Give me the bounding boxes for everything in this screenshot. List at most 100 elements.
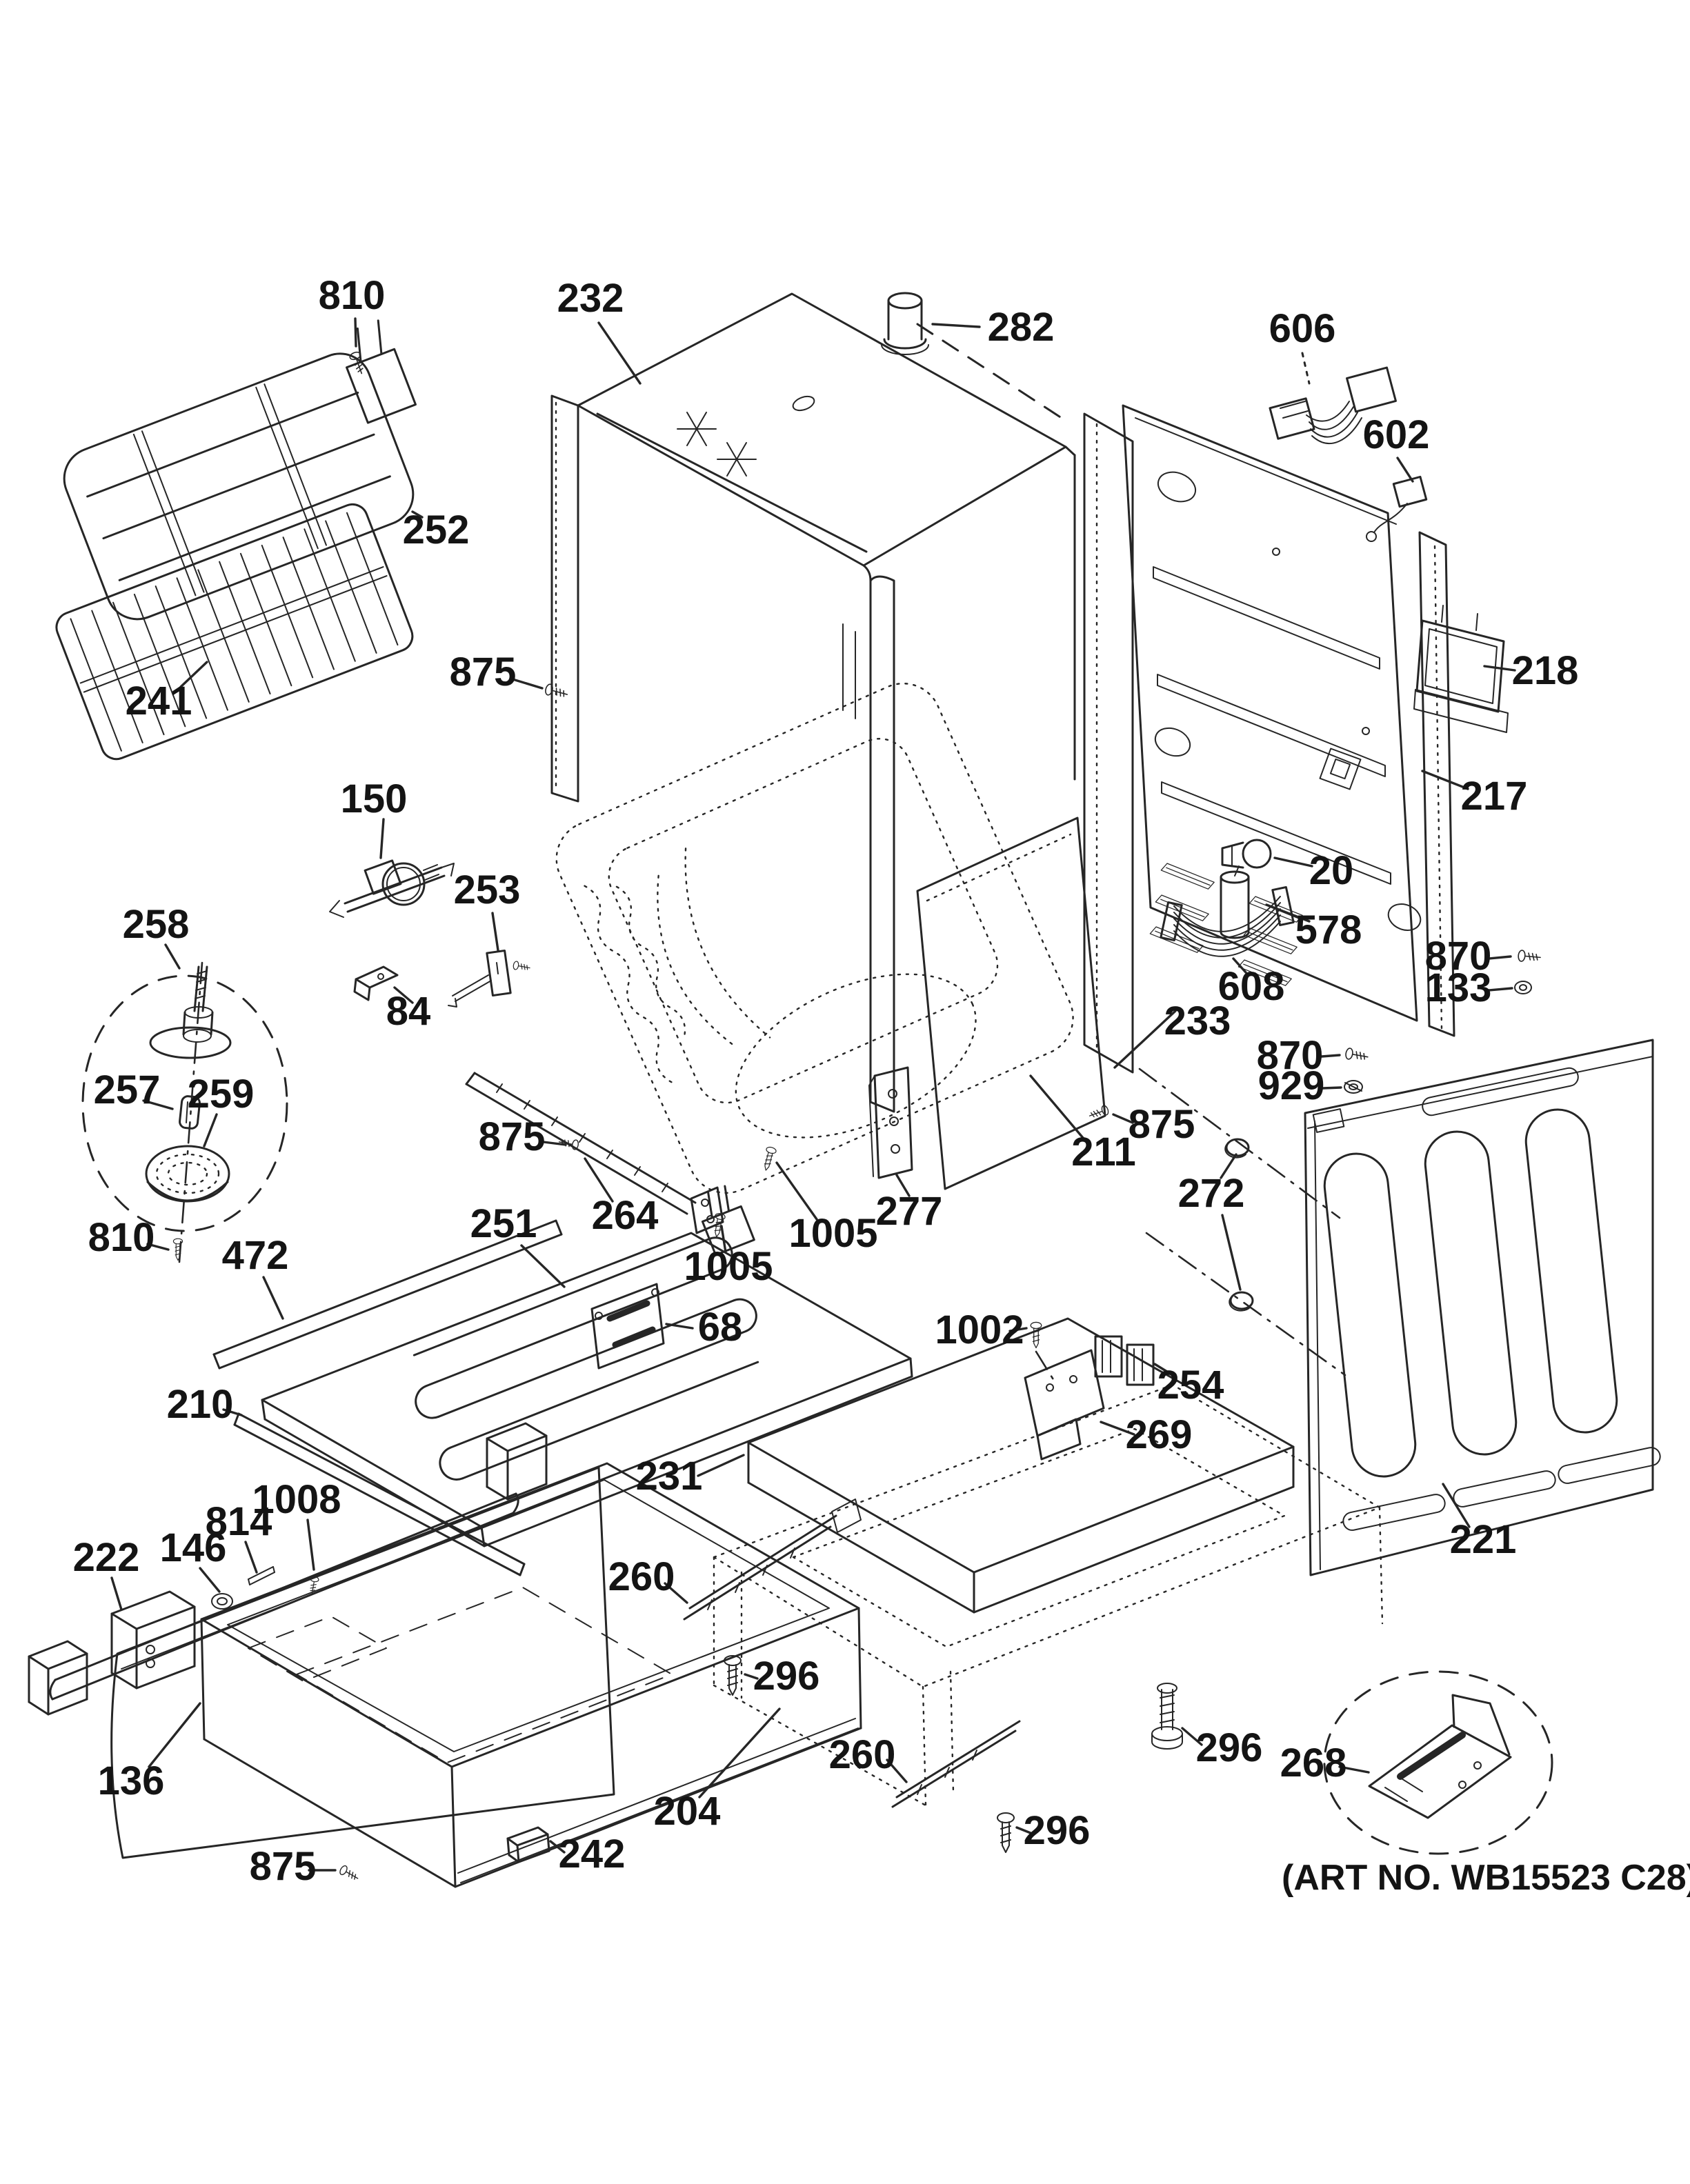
leader-241 <box>179 661 208 688</box>
part-label-260-upper: 260 <box>608 1554 675 1599</box>
leader-252 <box>411 510 424 519</box>
leader-814 <box>244 1541 258 1574</box>
leader-253 <box>491 912 499 952</box>
leader-204 <box>698 1707 781 1799</box>
part-label-272: 272 <box>1178 1171 1245 1216</box>
side-panel-drawing <box>1304 1039 1661 1576</box>
leader-260-lower <box>886 1759 908 1783</box>
leader-1002 <box>1008 1327 1028 1332</box>
screw-870-mid <box>1344 1047 1369 1063</box>
callout-labels: 810 232 282 606 602 252 875 218 241 217 … <box>73 273 1579 1889</box>
mesh-cup-drawing <box>145 1145 230 1203</box>
leader-lines <box>110 317 1516 1872</box>
leader-269 <box>1100 1421 1135 1436</box>
capacitor-drawing <box>1220 865 1250 939</box>
screw-1005-a <box>760 1145 777 1172</box>
ribbon-shield-drawing <box>1160 885 1295 957</box>
leader-258 <box>164 943 181 970</box>
leader-218 <box>1483 665 1516 672</box>
grommets-272-drawing <box>1138 1068 1346 1376</box>
part-label-875-side: 875 <box>1129 1102 1195 1147</box>
vent-tube-drawing <box>881 292 929 355</box>
leader-217 <box>1421 770 1469 790</box>
leader-875-side <box>1112 1113 1134 1124</box>
leader-259 <box>203 1113 218 1148</box>
part-label-296-upper: 296 <box>753 1654 820 1699</box>
leader-231 <box>697 1454 745 1477</box>
part-label-217: 217 <box>1461 774 1528 819</box>
leader-1002-dash <box>1035 1350 1055 1382</box>
part-label-242: 242 <box>559 1832 626 1876</box>
part-label-233: 233 <box>1164 999 1231 1043</box>
part-label-210: 210 <box>167 1382 234 1427</box>
leader-578 <box>1265 903 1311 923</box>
oven-rack-drawing <box>55 503 414 761</box>
leader-133 <box>1487 987 1513 992</box>
screw-296-upper <box>724 1655 742 1696</box>
part-label-296-leg: 296 <box>1196 1725 1263 1770</box>
leader-221 <box>1442 1483 1471 1528</box>
clip-84-drawing <box>353 965 399 1001</box>
leader-1008 <box>306 1519 315 1571</box>
part-label-810-top: 810 <box>319 273 386 318</box>
body-wrapper-drawing <box>550 292 1076 1113</box>
part-label-218: 218 <box>1512 648 1579 693</box>
leader-875-top <box>509 677 544 690</box>
leader-210 <box>222 1408 243 1416</box>
part-label-204: 204 <box>654 1789 721 1834</box>
leader-1005-a <box>775 1161 818 1221</box>
latch-motor-drawing <box>329 859 455 918</box>
part-label-20: 20 <box>1309 848 1354 893</box>
part-label-606: 606 <box>1269 306 1336 351</box>
anti-tip-bracket-drawing <box>1323 1670 1553 1855</box>
part-label-84: 84 <box>386 989 431 1034</box>
pin-814-drawing <box>248 1566 275 1585</box>
bake-element-drawing <box>412 1185 759 1481</box>
part-label-814: 814 <box>206 1499 272 1544</box>
bracket-277-drawing <box>868 1066 913 1179</box>
leader-870-upper <box>1487 955 1512 960</box>
asterisk-mark <box>677 412 757 477</box>
leader-272-a <box>1220 1153 1237 1179</box>
part-label-277: 277 <box>876 1189 943 1234</box>
screw-810-top <box>348 350 368 377</box>
leader-875-rail <box>542 1141 567 1146</box>
leveling-leg-drawing <box>1151 1683 1183 1750</box>
leader-136 <box>148 1702 201 1768</box>
part-label-282: 282 <box>988 305 1055 350</box>
grommet-146 <box>211 1593 233 1610</box>
part-label-146: 146 <box>160 1525 227 1570</box>
insulation-panel-drawing <box>916 817 1106 1190</box>
oven-liner-drawing <box>555 682 1074 1194</box>
spindle-plug-drawing <box>179 1095 201 1130</box>
leader-146 <box>199 1567 221 1593</box>
part-label-241: 241 <box>126 679 192 723</box>
back-panel-drawing <box>1122 404 1455 1037</box>
drawer-front-drawing <box>28 1422 615 1859</box>
washer-929-drawing <box>1344 1080 1363 1094</box>
leader-272-b <box>1221 1214 1242 1291</box>
drawer-box-drawing <box>200 1462 862 1888</box>
leader-251 <box>520 1244 566 1288</box>
spindle-assembly-drawing <box>81 961 288 1263</box>
leader-296-leg <box>1181 1727 1203 1746</box>
leader-20 <box>1273 856 1313 868</box>
leader-810-spindle <box>146 1243 170 1251</box>
clamp-drawing <box>1221 839 1272 869</box>
art-number: (ART NO. WB15523 C28) <box>1282 1858 1690 1898</box>
rear-cover-plate-drawing <box>1413 605 1509 733</box>
part-label-150: 150 <box>341 777 408 821</box>
part-label-1002: 1002 <box>935 1308 1024 1352</box>
leader-472 <box>262 1276 284 1320</box>
leader-257 <box>142 1099 174 1110</box>
part-label-133: 133 <box>1425 965 1492 1010</box>
screw-1002 <box>1030 1321 1042 1349</box>
part-label-258: 258 <box>123 902 190 947</box>
leader-608 <box>1232 957 1247 974</box>
part-label-1005-b: 1005 <box>684 1244 773 1289</box>
clip-242-drawing <box>506 1826 550 1863</box>
part-label-221: 221 <box>1450 1517 1517 1562</box>
oven-sensor-drawing <box>1366 475 1428 542</box>
drawer-rail-upper-drawing <box>683 1499 862 1621</box>
part-label-268: 268 <box>1280 1741 1347 1785</box>
